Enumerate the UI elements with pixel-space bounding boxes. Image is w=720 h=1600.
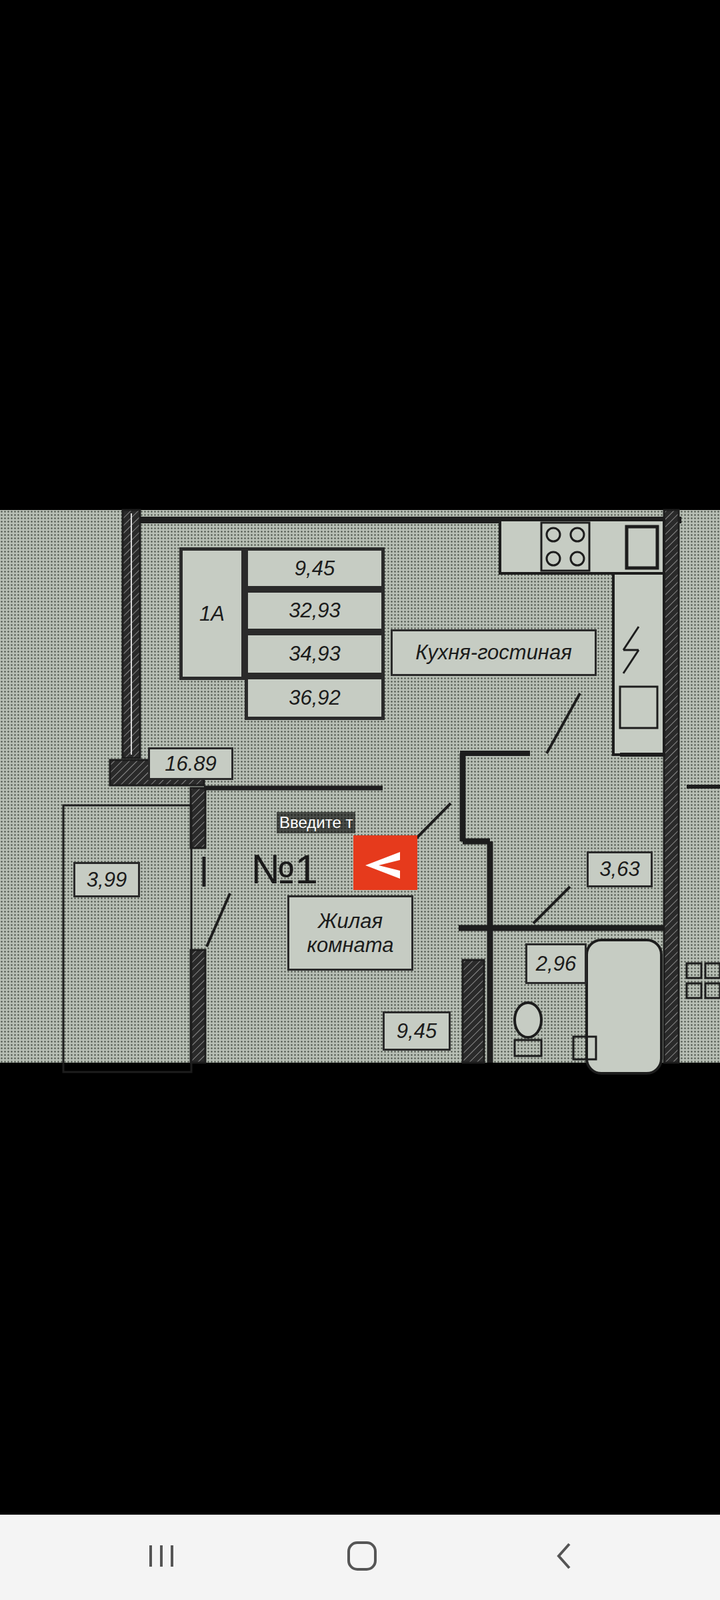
walls	[63, 510, 720, 1074]
area-label-box: 2,96	[525, 943, 587, 984]
area-table-cell: 9,45	[244, 547, 385, 590]
apartment-number: №1	[248, 844, 321, 894]
area-label-box: Жилая комната	[287, 895, 414, 971]
area-table-cell: 34,93	[244, 632, 385, 676]
area-label-box: 9,45	[382, 1011, 451, 1051]
area-text: 32,93	[288, 598, 341, 623]
area-text: Жилая комната	[289, 909, 412, 957]
area-text: 3,99	[86, 868, 127, 892]
area-text: 9,45	[294, 556, 335, 581]
area-text: 2,96	[536, 952, 576, 976]
area-table-cell: 36,92	[244, 676, 385, 720]
area-table-cell: 1А	[179, 547, 245, 680]
area-text: 1А	[199, 602, 225, 626]
area-text: Кухня-гостиная	[415, 640, 572, 665]
area-text: 34,93	[288, 642, 341, 666]
overlay-hint-text: Введите т	[276, 812, 356, 834]
area-text: 3,63	[599, 857, 640, 882]
area-label-box: Кухня-гостиная	[390, 629, 597, 676]
nav-icons	[150, 1542, 570, 1570]
area-text: 16.89	[164, 752, 217, 776]
area-label-box: 3,99	[73, 862, 140, 898]
area-table-cell: 32,93	[244, 589, 385, 632]
area-label-box: 16.89	[148, 747, 234, 780]
area-text: 36,92	[288, 686, 341, 710]
area-label-box: 3,63	[586, 851, 653, 888]
edit-marker	[353, 835, 418, 890]
navigation-bar	[0, 1514, 720, 1600]
area-text: 9,45	[396, 1019, 437, 1044]
